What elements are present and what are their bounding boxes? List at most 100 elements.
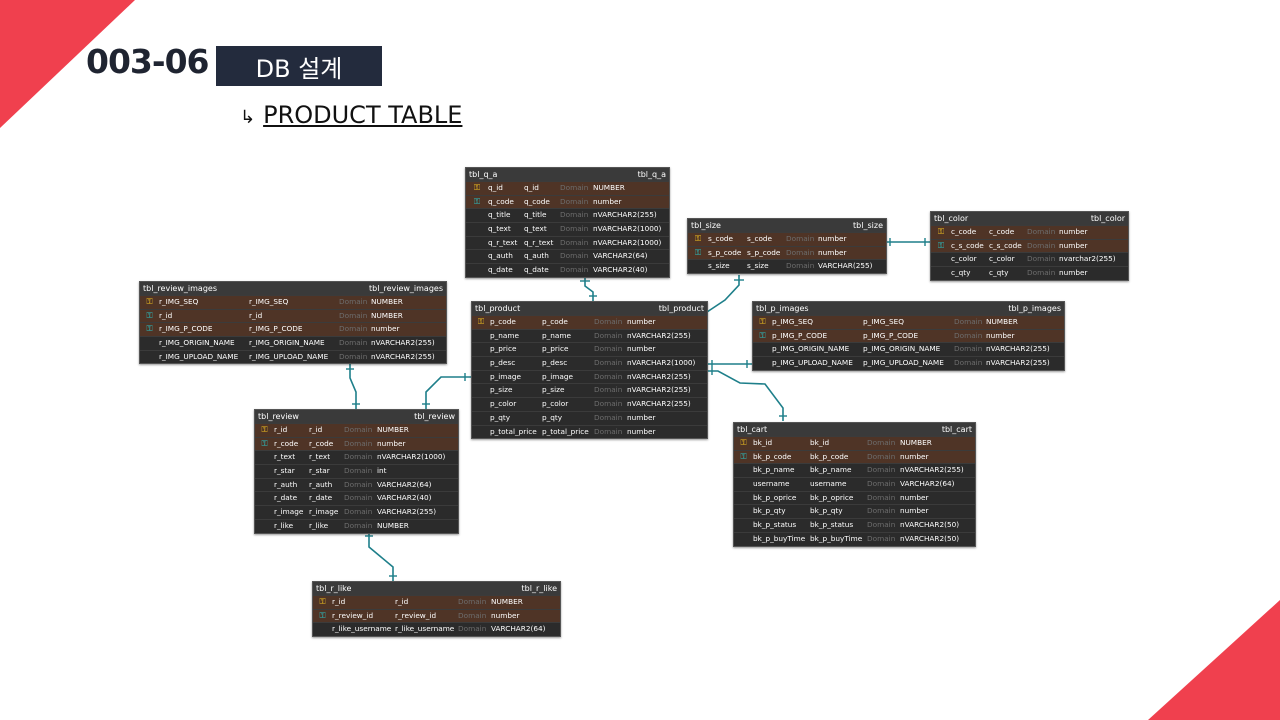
column-domain: Domain (339, 310, 368, 320)
column-logical-name: r_IMG_ORIGIN_NAME (159, 338, 235, 348)
column-domain: Domain (1027, 268, 1056, 278)
column-domain: Domain (594, 426, 623, 436)
table-name-right: tbl_cart (941, 425, 972, 434)
column-type: nVARCHAR2(255) (627, 330, 691, 340)
column-physical-name: q_title (524, 210, 547, 220)
column-physical-name: r_id (249, 310, 263, 320)
column-domain: Domain (560, 183, 589, 192)
column-logical-name: p_color (490, 399, 517, 409)
column-physical-name: p_price (542, 344, 569, 354)
column-logical-name: p_IMG_ORIGIN_NAME (772, 344, 850, 354)
column-logical-name: r_IMG_UPLOAD_NAME (159, 351, 239, 361)
column-physical-name: r_like (309, 520, 329, 530)
column-physical-name: c_qty (989, 268, 1009, 278)
column-logical-name: s_code (708, 234, 734, 243)
link-review-rlike (368, 531, 394, 581)
column-logical-name: r_IMG_P_CODE (159, 324, 213, 334)
column-domain: Domain (560, 265, 589, 275)
column-type: number (627, 317, 656, 326)
column-domain: Domain (594, 385, 623, 395)
column-physical-name: p_IMG_P_CODE (863, 330, 919, 340)
column-logical-name: p_IMG_SEQ (772, 317, 814, 326)
column-logical-name: bk_p_status (753, 520, 797, 530)
column-domain: Domain (560, 224, 589, 234)
column-type: number (627, 412, 656, 422)
column-type: NUMBER (377, 425, 409, 434)
column-logical-name: s_size (708, 261, 730, 271)
column-domain: Domain (339, 297, 368, 306)
column-domain: Domain (786, 261, 815, 271)
column-logical-name: p_total_price (490, 426, 537, 436)
column-domain: Domain (560, 210, 589, 220)
foreign-key-icon: ⚿ (319, 610, 326, 620)
column-physical-name: bk_p_qty (810, 506, 843, 516)
column-logical-name: r_id (332, 597, 346, 606)
column-physical-name: q_date (524, 265, 549, 275)
column-logical-name: p_name (490, 330, 519, 340)
column-physical-name: r_text (309, 452, 331, 462)
